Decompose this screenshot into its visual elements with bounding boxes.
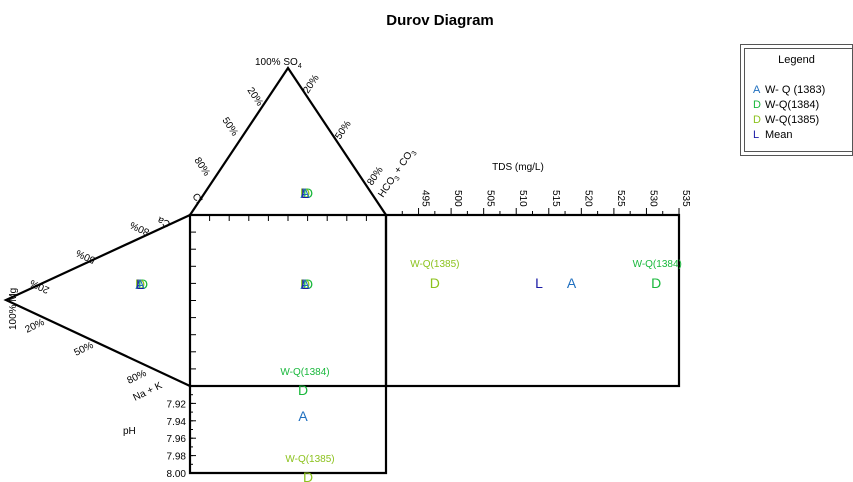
so4-tick-50-right: 50% (333, 119, 353, 142)
tds-field (384, 213, 681, 388)
chart-title: Durov Diagram (386, 12, 494, 29)
cation-point-2: D (135, 276, 145, 292)
legend-symbol: A (753, 84, 761, 96)
square-point-2: D (300, 276, 310, 292)
cation-triangle (3, 214, 191, 387)
nak-tick-50: 50% (72, 340, 95, 359)
tds-tick-label: 495 (420, 190, 431, 207)
ph-point-2: D (303, 469, 313, 482)
cl-tick-80: 80% (192, 156, 212, 179)
tds-tick-label: 515 (550, 190, 561, 207)
tds-tick-label: 530 (647, 190, 658, 207)
tds-tick-label: 505 (485, 190, 496, 207)
anion-triangle (189, 66, 387, 216)
square-point-mean: L (301, 276, 309, 292)
ph-axis-ticks: 7.92 7.94 7.96 7.98 8.00 (167, 394, 196, 480)
tds-point-label-2: W-Q(1385) (410, 259, 459, 270)
nak-tick-80: 80% (125, 368, 148, 387)
anion-point-2: D (300, 185, 310, 201)
square-top-ticks (209, 215, 367, 221)
cation-point-0: A (135, 276, 145, 292)
ph-point-label-2: W-Q(1385) (285, 454, 334, 465)
legend-symbol: D (753, 114, 761, 126)
legend-label: W- Q (1383) (765, 84, 826, 96)
tds-point-label-1: W-Q(1384) (633, 259, 682, 270)
legend-frame (744, 48, 852, 152)
tds-axis-ticks: 495 500 505 510 515 520 525 530 535 (401, 190, 691, 215)
legend-label: W-Q(1385) (765, 114, 820, 126)
tds-tick-label: 520 (582, 190, 593, 207)
ph-point-label-1: W-Q(1384) (280, 367, 329, 378)
tds-axis-label: TDS (mg/L) (492, 162, 544, 173)
legend-symbol: L (753, 129, 760, 141)
mg-apex-label: 100% Mg (8, 288, 19, 330)
legend: Legend A W- Q (1383) D W-Q(1384) D W-Q(1385… (740, 44, 853, 156)
central-square (188, 213, 388, 388)
tds-tick-label: 525 (615, 190, 626, 207)
legend-symbol: D (753, 99, 761, 111)
tds-tick-label: 510 (517, 190, 528, 207)
ca-label: Ca (156, 214, 173, 230)
so4-tick-50-left: 50% (220, 116, 240, 139)
legend-item-w-q-1384: D W-Q(1384) (753, 99, 819, 111)
tds-tick-label: 535 (680, 190, 691, 207)
ca-tick-80: 80% (128, 219, 151, 237)
so4-tick-20-left: 20% (245, 86, 265, 109)
mg-tick-50: 50% (74, 247, 97, 265)
legend-label: W-Q(1384) (765, 99, 820, 111)
square-point-1: D (303, 276, 313, 292)
ph-axis-label: pH (123, 426, 136, 437)
ph-point-0: A (298, 408, 308, 424)
ph-tick-label: 7.92 (167, 399, 187, 410)
ph-tick-label: 8.00 (167, 469, 187, 480)
tds-point-3: L (535, 275, 543, 291)
tds-point-0: A (567, 275, 577, 291)
legend-item-mean: L Mean (753, 129, 793, 141)
tds-point-2: D (430, 275, 440, 291)
anion-point-mean: L (301, 185, 309, 201)
tds-tick-label: 500 (452, 190, 463, 207)
ph-tick-label: 7.98 (167, 452, 187, 463)
legend-item-w-q-1385: D W-Q(1385) (753, 114, 819, 126)
square-left-ticks (190, 231, 196, 370)
cation-point-1: D (138, 276, 148, 292)
cl-label: Cl (190, 192, 204, 206)
ph-point-1: D (298, 382, 308, 398)
so4-apex-label: 100% SO4 (255, 57, 302, 70)
square-point-0: A (300, 276, 310, 292)
anion-point-0: A (300, 185, 310, 201)
cation-point-mean: L (136, 276, 144, 292)
legend-item-w-q-1383: A W- Q (1383) (753, 84, 825, 96)
tds-point-1: D (651, 275, 661, 291)
ph-tick-label: 7.94 (167, 417, 187, 428)
so4-tick-20-right: 20% (301, 73, 321, 96)
anion-point-1: D (303, 185, 313, 201)
legend-label: Mean (765, 129, 793, 141)
ph-tick-label: 7.96 (167, 434, 187, 445)
legend-title: Legend (778, 54, 815, 66)
nak-tick-20: 20% (23, 317, 46, 336)
